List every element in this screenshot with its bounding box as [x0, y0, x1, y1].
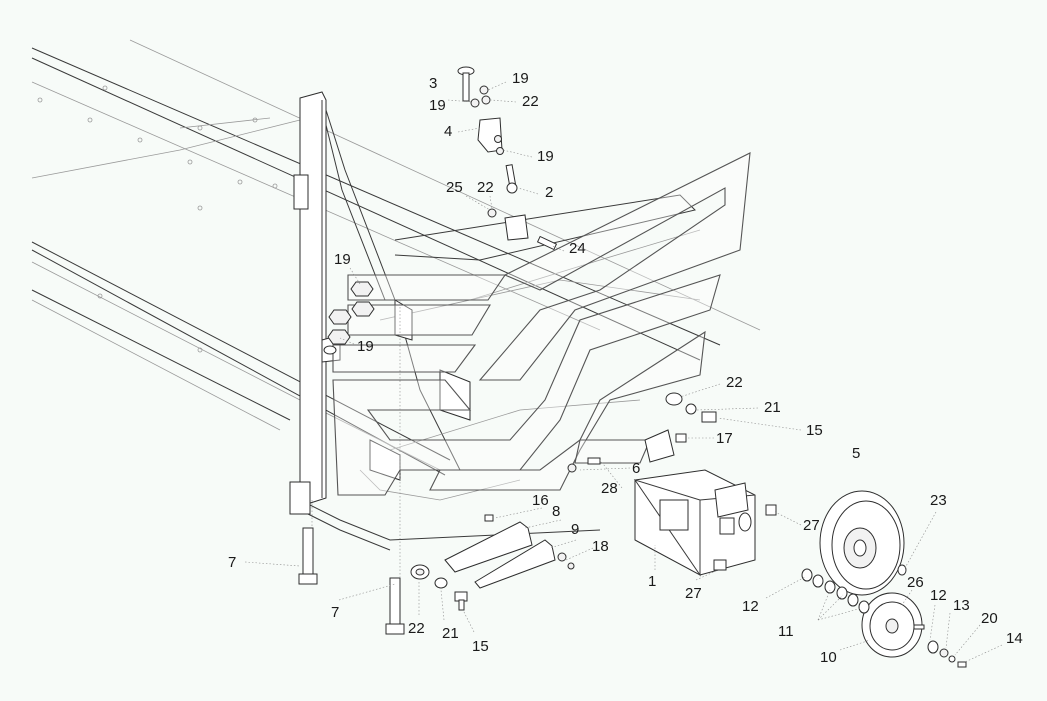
washer-stack — [801, 564, 967, 668]
callout-22-top: 22 — [522, 93, 539, 110]
callout-3: 3 — [429, 75, 437, 92]
callout-7-center: 7 — [331, 604, 339, 621]
callout-22-bottom: 22 — [408, 620, 425, 637]
callout-24: 24 — [569, 240, 586, 257]
callout-19-top: 19 — [512, 70, 529, 87]
right-fasteners — [567, 392, 717, 473]
machine-frame — [31, 39, 761, 551]
callout-4: 4 — [444, 123, 452, 140]
callout-21-bottom: 21 — [442, 625, 459, 642]
callout-20: 20 — [981, 610, 998, 627]
callout-22-right: 22 — [726, 374, 743, 391]
callout-11: 11 — [778, 623, 794, 640]
support-brackets — [444, 514, 575, 589]
small-pulley — [861, 592, 923, 658]
callout-12-right: 12 — [930, 587, 947, 604]
callout-17: 17 — [716, 430, 733, 447]
callout-5: 5 — [852, 445, 860, 462]
callout-21-right: 21 — [764, 399, 781, 416]
long-bolts — [298, 527, 405, 635]
callout-2: 2 — [545, 184, 553, 201]
callout-14: 14 — [1006, 630, 1023, 647]
callout-labels: 3 19 19 22 4 19 25 22 2 24 19 19 22 21 1… — [228, 70, 1023, 666]
callout-12-left: 12 — [742, 598, 759, 615]
leader-lines — [244, 81, 1003, 663]
callout-19-left: 19 — [429, 97, 446, 114]
callout-15-right: 15 — [806, 422, 823, 439]
callout-23: 23 — [930, 492, 947, 509]
callout-26: 26 — [907, 574, 924, 591]
callout-25: 25 — [446, 179, 463, 196]
callout-9: 9 — [571, 521, 579, 538]
callout-19-nut-upper: 19 — [334, 251, 351, 268]
callout-10: 10 — [820, 649, 837, 666]
callout-1: 1 — [648, 573, 656, 590]
callout-27-right: 27 — [803, 517, 820, 534]
callout-16: 16 — [532, 492, 549, 509]
callout-18: 18 — [592, 538, 609, 555]
callout-28: 28 — [601, 480, 618, 497]
top-bolt-assembly — [457, 66, 558, 251]
callout-19-mid: 19 — [537, 148, 554, 165]
tensioner-housing — [633, 429, 777, 577]
large-pulley — [819, 490, 905, 596]
callout-7-left: 7 — [228, 554, 236, 571]
callout-13: 13 — [953, 597, 970, 614]
callout-15-bottom: 15 — [472, 638, 489, 655]
bottom-fasteners — [410, 564, 468, 611]
callout-19-nut-lower: 19 — [357, 338, 374, 355]
left-nuts — [323, 281, 375, 355]
callout-27-bottom: 27 — [685, 585, 702, 602]
callout-22-mid: 22 — [477, 179, 494, 196]
callout-8: 8 — [552, 503, 560, 520]
watermark-graphic — [332, 152, 751, 496]
callout-6: 6 — [632, 460, 640, 477]
